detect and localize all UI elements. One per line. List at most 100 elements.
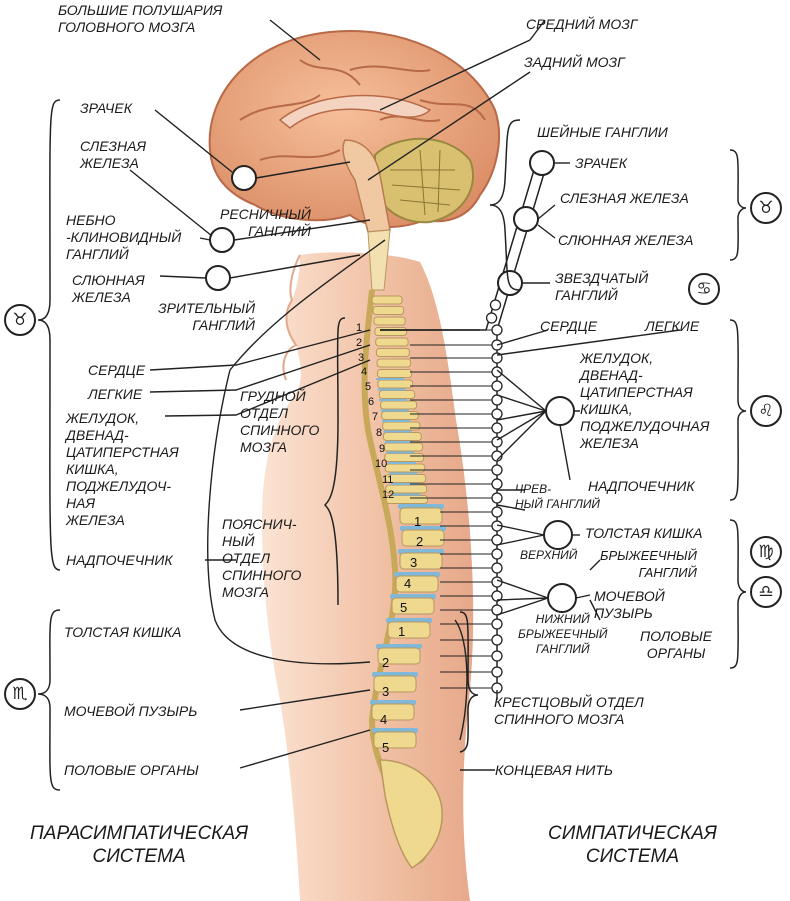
thoracic-number: 11 bbox=[382, 474, 394, 486]
braces bbox=[37, 99, 747, 791]
sym-celiac: ЧРЕВ- НЫЙ ГАНГЛИЙ bbox=[515, 482, 601, 511]
disc bbox=[392, 493, 421, 496]
vertebra bbox=[371, 703, 415, 721]
vertebra bbox=[383, 442, 424, 452]
chain-node bbox=[491, 634, 503, 646]
chain-node bbox=[491, 576, 503, 588]
lumbar-number: 2 bbox=[416, 534, 424, 549]
virgo-icon: ♍ bbox=[750, 536, 782, 568]
sym-mesenteric: БРЫЖЕЕЧНЫЙ ГАНГЛИЙ bbox=[600, 548, 697, 580]
disc bbox=[379, 399, 407, 401]
sym-bladder: МОЧЕВОЙ ПУЗЫРЬ bbox=[594, 588, 665, 621]
scorpio-icon: ♏ bbox=[4, 678, 36, 710]
vertebra bbox=[378, 390, 416, 399]
vertebra bbox=[384, 453, 425, 462]
thoracic-number: 10 bbox=[375, 458, 388, 470]
vertebra bbox=[373, 675, 417, 693]
thoracic-number: 6 bbox=[368, 396, 375, 408]
vertebra bbox=[375, 337, 409, 347]
disc bbox=[389, 472, 418, 475]
vertebra bbox=[399, 507, 443, 525]
disc bbox=[376, 378, 404, 380]
vertebra bbox=[377, 647, 421, 665]
para-stomach: ЖЕЛУДОК, ДВЕНАД- ЦАТИПЕРСТНАЯ КИШКА, ПОД… bbox=[66, 410, 179, 528]
chain-node bbox=[491, 548, 503, 560]
chain-node bbox=[491, 422, 503, 434]
cancer-icon: ♋ bbox=[688, 273, 720, 305]
body-silhouette bbox=[262, 252, 474, 901]
thoracic-number: 7 bbox=[372, 411, 379, 423]
sym-cervical-ganglia: ШЕЙНЫЕ ГАНГЛИИ bbox=[537, 124, 668, 140]
spine-thoracic: ГРУДНОЙ ОТДЕЛ СПИННОГО МОЗГА bbox=[240, 388, 320, 455]
vertebra bbox=[371, 295, 403, 305]
sym-salivary: СЛЮННАЯ ЖЕЛЕЗА bbox=[558, 232, 694, 248]
vertebra bbox=[377, 379, 414, 389]
chain-node bbox=[491, 380, 503, 392]
vertebra bbox=[377, 369, 413, 378]
para-optic: ЗРИТЕЛЬНЫЙ ГАНГЛИЙ bbox=[158, 300, 256, 333]
vertebra bbox=[382, 421, 421, 431]
sym-adrenal: НАДПОЧЕЧНИК bbox=[588, 478, 695, 494]
chain-node bbox=[491, 478, 503, 490]
spinal-cord-top bbox=[367, 229, 391, 291]
sacral-number: 3 bbox=[382, 684, 390, 699]
sym-filum: КОНЦЕВАЯ НИТЬ bbox=[495, 762, 614, 778]
thoracic-number: 12 bbox=[382, 489, 395, 501]
sym-lower: НИЖНИЙ БРЫЖЕЕЧНЫЙ ГАНГЛИЙ bbox=[518, 612, 608, 656]
chain-node bbox=[491, 562, 503, 574]
thoracic-number: 2 bbox=[356, 337, 363, 349]
para-colon: ТОЛСТАЯ КИШКА bbox=[64, 624, 182, 640]
cerebellum bbox=[373, 137, 475, 224]
spine-lumbar: ПОЯСНИЧ- НЫЙ ОТДЕЛ СПИННОГО МОЗГА bbox=[222, 516, 302, 600]
disc bbox=[391, 483, 419, 485]
lumbar-number: 4 bbox=[404, 576, 412, 591]
thoracic-number: 1 bbox=[356, 322, 363, 334]
thoracic-number: 9 bbox=[379, 443, 386, 455]
disc bbox=[388, 462, 416, 464]
para-pupil: ЗРАЧЕК bbox=[80, 100, 132, 116]
para-salivary: СЛЮННАЯ ЖЕЛЕЗА bbox=[72, 272, 145, 305]
vertebra bbox=[384, 463, 426, 473]
sacrum bbox=[379, 759, 443, 869]
label-hindbrain: ЗАДНИЙ МОЗГ bbox=[524, 54, 625, 70]
vertebra bbox=[374, 327, 408, 336]
chain-node bbox=[491, 534, 503, 546]
disc bbox=[386, 451, 415, 454]
para-pterygopalatine: НЕБНО -КЛИНОВИДНЫЙ ГАНГЛИЙ bbox=[66, 212, 182, 262]
vertebra bbox=[382, 432, 422, 441]
sym-heart: СЕРДЦЕ bbox=[540, 318, 598, 334]
sym-lacrimal: СЛЕЗНАЯ ЖЕЛЕЗА bbox=[560, 190, 689, 206]
leader-lines bbox=[129, 19, 681, 771]
para-bladder: МОЧЕВОЙ ПУЗЫРЬ bbox=[64, 703, 198, 719]
chain-node bbox=[485, 312, 498, 324]
chain-node bbox=[491, 506, 503, 518]
label-midbrain: СРЕДНИЙ МОЗГ bbox=[526, 16, 638, 32]
disc bbox=[383, 430, 412, 433]
sym-upper: ВЕРХНИЙ bbox=[520, 548, 578, 562]
chain-node bbox=[491, 618, 503, 630]
thoracic-number: 4 bbox=[361, 366, 368, 378]
libra-icon: ♎ bbox=[750, 576, 782, 608]
vertebra bbox=[372, 306, 405, 315]
chain-node bbox=[491, 492, 503, 504]
thoracic-number: 8 bbox=[376, 427, 383, 439]
disc bbox=[377, 388, 406, 391]
thoracic-number: 3 bbox=[358, 352, 365, 364]
sym-colon: ТОЛСТАЯ КИШКА bbox=[585, 525, 703, 541]
lumbar-number: 3 bbox=[410, 555, 418, 570]
disc bbox=[380, 409, 409, 412]
lumbar-number: 1 bbox=[414, 514, 422, 529]
sym-sacral: КРЕСТЦОВЫЙ ОТДЕЛ СПИННОГО МОЗГА bbox=[494, 694, 644, 727]
vertebra bbox=[373, 316, 406, 326]
vertebra bbox=[395, 575, 439, 593]
chain-node bbox=[489, 299, 502, 311]
sym-lungs: ЛЕГКИЕ bbox=[645, 318, 700, 334]
chain-node bbox=[491, 666, 503, 678]
vertebra bbox=[373, 731, 417, 749]
chain-node bbox=[491, 366, 503, 378]
para-title: ПАРАСИМПАТИЧЕСКАЯ СИСТЕМА bbox=[30, 823, 249, 867]
vertebra bbox=[375, 348, 410, 357]
chain-node bbox=[491, 464, 503, 476]
disc bbox=[385, 441, 413, 443]
